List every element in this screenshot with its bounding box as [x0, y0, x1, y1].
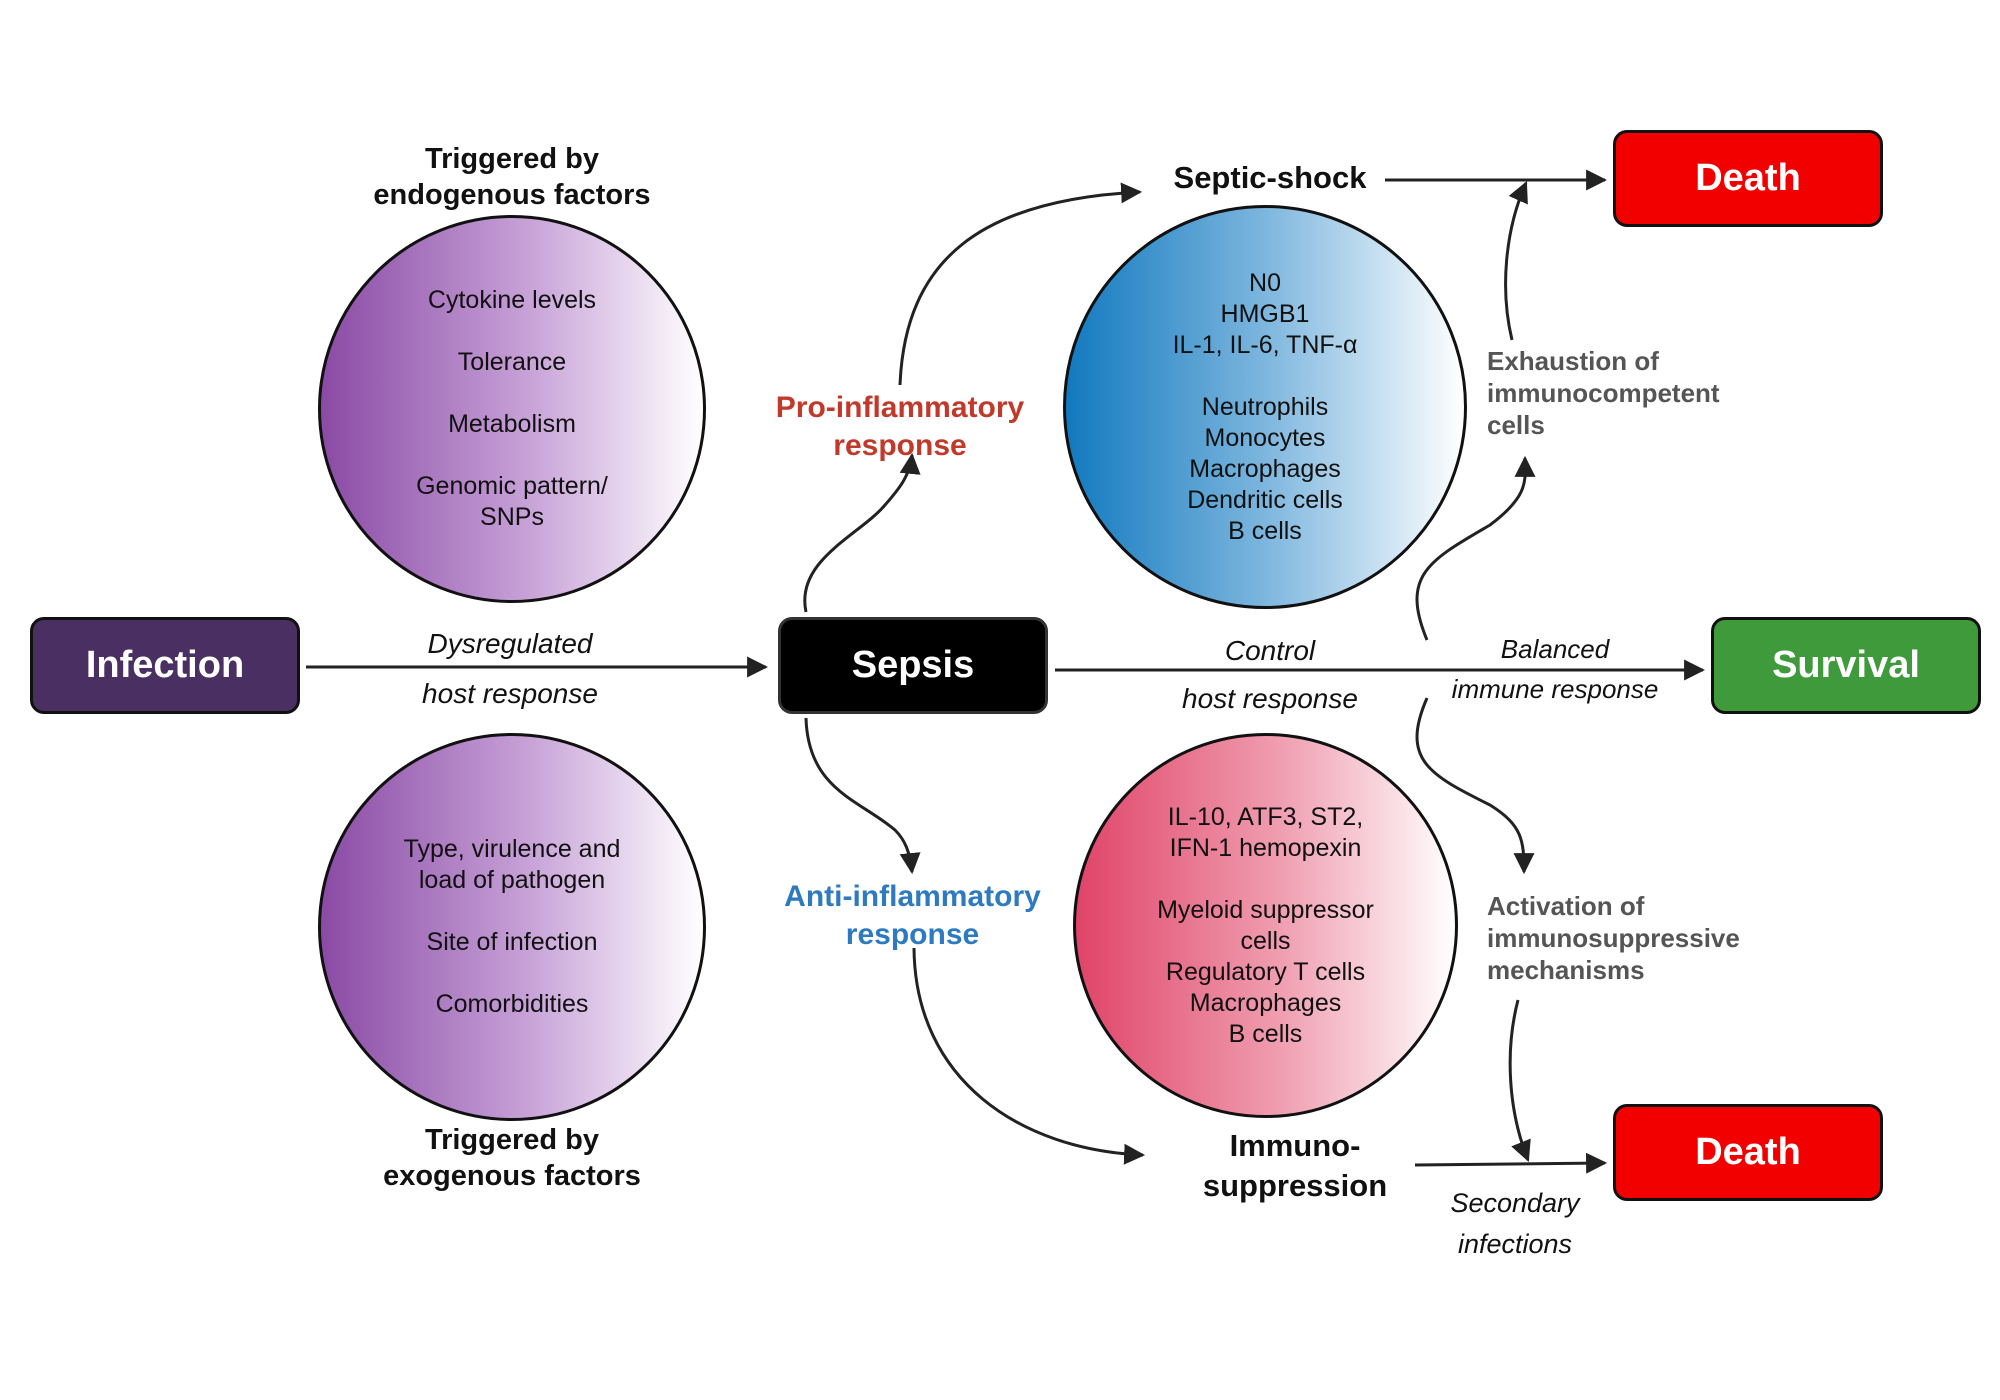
arrow-sepsis-to-anti-inflammatory — [804, 717, 921, 875]
arrow-sepsis-to-pro-inflammatory — [803, 452, 921, 613]
exogenous-title-line-2: exogenous factors — [383, 1160, 641, 1192]
activation-note-line: mechanisms — [1487, 955, 1645, 985]
control-label-bottom: host response — [1182, 683, 1358, 714]
pro-mediator: IL-1, IL-6, TNF-α — [1172, 330, 1358, 359]
exogenous-item: load of pathogen — [418, 866, 606, 894]
endogenous-item: Genomic pattern/ — [416, 472, 608, 500]
anti-mediator: IFN-1 hemopexin — [1169, 833, 1362, 862]
anti-inflammatory-circle: IL-10, ATF3, ST2, IFN-1 hemopexin Myeloi… — [1073, 733, 1458, 1118]
infection-label: Infection — [85, 644, 245, 686]
dysregulated-label-bottom: host response — [422, 678, 598, 709]
immunosuppression-label-line-1: Immuno- — [1229, 1128, 1361, 1163]
survival-label: Survival — [1772, 644, 1920, 686]
septic-shock-label: Septic-shock — [1173, 160, 1367, 195]
infection-box: Infection — [30, 617, 300, 714]
arrow-balance-to-activation — [1415, 697, 1535, 875]
pro-cell: Dendritic cells — [1187, 485, 1343, 514]
endogenous-item: Metabolism — [448, 410, 576, 438]
pro-inflammatory-label-line-1: Pro-inflammatory — [775, 391, 1025, 424]
pro-cell: Macrophages — [1189, 454, 1341, 483]
balanced-label-bottom: immune response — [1451, 674, 1659, 704]
arrow-immunosuppression-to-death — [1414, 1152, 1608, 1174]
death-box-top: Death — [1613, 130, 1883, 227]
pro-inflammatory-label-line-2: response — [833, 429, 967, 462]
anti-cell: Myeloid suppressor — [1157, 895, 1374, 924]
endogenous-title: Triggered by endogenous factors — [312, 141, 712, 213]
exogenous-item: Site of infection — [426, 928, 598, 956]
exhaustion-note: Exhaustion of immunocompetent cells — [1487, 345, 1747, 441]
exogenous-item: Type, virulence and — [403, 835, 621, 863]
exhaustion-note-line: cells — [1487, 410, 1545, 440]
exhaustion-note-line: Exhaustion of — [1487, 346, 1659, 376]
pro-cell: B cells — [1228, 516, 1302, 545]
anti-inflammatory-label-line-2: response — [845, 918, 980, 951]
sepsis-label: Sepsis — [851, 644, 975, 686]
arrow-balance-to-exhaustion — [1415, 455, 1536, 641]
arrow-anti-inflammatory-to-immunosuppression — [912, 947, 1146, 1165]
anti-cell: Regulatory T cells — [1165, 957, 1366, 986]
pro-inflammatory-label: Pro-inflammatory response — [765, 389, 1035, 465]
activation-note-line: immunosuppressive — [1487, 923, 1740, 953]
anti-mediator: IL-10, ATF3, ST2, — [1167, 802, 1364, 831]
pro-inflammatory-circle: N0 HMGB1 IL-1, IL-6, TNF-α Neutrophils M… — [1063, 205, 1467, 609]
endogenous-factors-circle: Cytokine levels Tolerance Metabolism Gen… — [318, 215, 706, 603]
secondary-label-bottom: infections — [1457, 1229, 1573, 1259]
endogenous-title-line-1: Triggered by — [424, 143, 600, 175]
anti-inflammatory-label: Anti-inflammatory response — [765, 878, 1060, 954]
secondary-label-top: Secondary — [1450, 1188, 1580, 1218]
anti-inflammatory-label-line-1: Anti-inflammatory — [784, 880, 1041, 913]
endogenous-item: Tolerance — [457, 348, 567, 376]
exhaustion-note-line: immunocompetent — [1487, 378, 1720, 408]
anti-cell: B cells — [1228, 1019, 1303, 1048]
pro-mediator: HMGB1 — [1220, 299, 1310, 328]
dysregulated-label-top: Dysregulated — [427, 628, 593, 659]
endogenous-item: SNPs — [480, 503, 544, 531]
balanced-label-top: Balanced — [1500, 634, 1610, 664]
control-label-top: Control — [1224, 635, 1316, 666]
anti-cell: Macrophages — [1189, 988, 1342, 1017]
arrow-exhaustion-to-death — [1504, 181, 1528, 341]
survival-box: Survival — [1711, 617, 1981, 714]
arrow-activation-to-death — [1508, 999, 1531, 1162]
immunosuppression-label-line-2: suppression — [1202, 1168, 1388, 1203]
arrow-pro-inflammatory-to-septic-shock — [898, 182, 1143, 386]
exogenous-title-line-1: Triggered by — [424, 1124, 600, 1156]
death-box-bottom: Death — [1613, 1104, 1883, 1201]
immunosuppression-label: Immuno- suppression — [1170, 1126, 1420, 1206]
death-label-top: Death — [1695, 157, 1801, 199]
exogenous-item: Comorbidities — [435, 990, 589, 1018]
activation-note-line: Activation of — [1487, 891, 1645, 921]
endogenous-item: Cytokine levels — [427, 286, 597, 314]
pro-mediator: N0 — [1249, 268, 1281, 297]
pro-cell: Neutrophils — [1201, 392, 1329, 421]
pro-cell: Monocytes — [1204, 423, 1326, 452]
exogenous-factors-circle: Type, virulence and load of pathogen Sit… — [318, 733, 706, 1121]
activation-note: Activation of immunosuppressive mechanis… — [1487, 890, 1767, 986]
death-label-bottom: Death — [1695, 1131, 1801, 1173]
exogenous-title: Triggered by exogenous factors — [312, 1122, 712, 1194]
endogenous-title-line-2: endogenous factors — [373, 179, 651, 211]
anti-cell: cells — [1240, 926, 1291, 955]
sepsis-box: Sepsis — [778, 617, 1048, 714]
